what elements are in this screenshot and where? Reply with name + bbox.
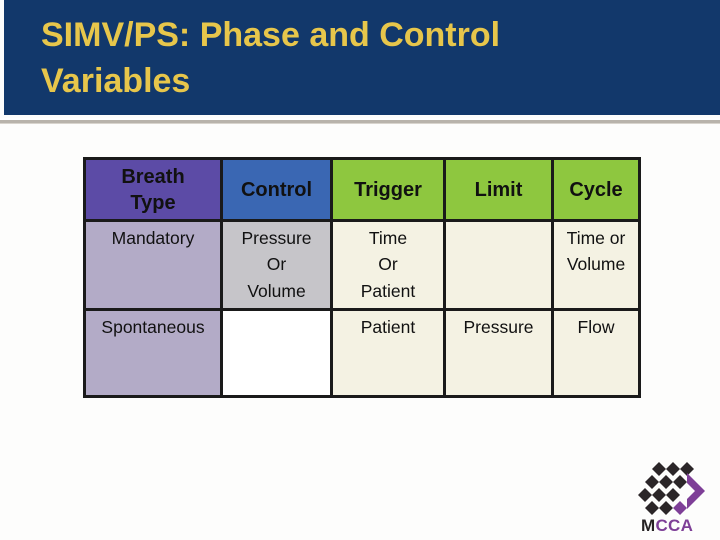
col-header-breath-type: Breath Type (83, 157, 223, 222)
cell-mandatory-limit (443, 219, 554, 311)
col-header-cycle: Cycle (551, 157, 641, 222)
cell-spontaneous-cycle: Flow (551, 308, 641, 398)
logo-diamond-grid (638, 462, 694, 515)
cell-mandatory-trigger: Time Or Patient (330, 219, 446, 311)
mcca-logo-graphic: MCCA (638, 462, 705, 535)
cell-spontaneous-control (220, 308, 333, 398)
logo-arrow (673, 473, 705, 515)
col-header-trigger: Trigger (330, 157, 446, 222)
cell-mandatory-breath-type: Mandatory (83, 219, 223, 311)
cell-mandatory-control: Pressure Or Volume (220, 219, 333, 311)
cell-spontaneous-trigger: Patient (330, 308, 446, 398)
phase-control-table: Breath Type Control Trigger Limit Cycle … (83, 157, 641, 398)
col-header-control: Control (220, 157, 333, 222)
mcca-logo: MCCA (634, 458, 706, 536)
slide-title-line-1: SIMV/PS: Phase and Control (41, 16, 501, 54)
col-header-limit: Limit (443, 157, 554, 222)
cell-spontaneous-breath-type: Spontaneous (83, 308, 223, 398)
slide-title-line-2: Variables (41, 62, 191, 100)
logo-text: MCCA (641, 516, 693, 535)
table-row-spontaneous: Spontaneous Patient Pressure Flow (83, 308, 641, 398)
table-row-mandatory: Mandatory Pressure Or Volume Time Or Pat… (83, 219, 641, 311)
cell-mandatory-cycle: Time or Volume (551, 219, 641, 311)
title-banner: SIMV/PS: Phase and Control Variables (4, 0, 720, 115)
divider-line (0, 118, 720, 124)
cell-spontaneous-limit: Pressure (443, 308, 554, 398)
table-header-row: Breath Type Control Trigger Limit Cycle (83, 157, 641, 222)
